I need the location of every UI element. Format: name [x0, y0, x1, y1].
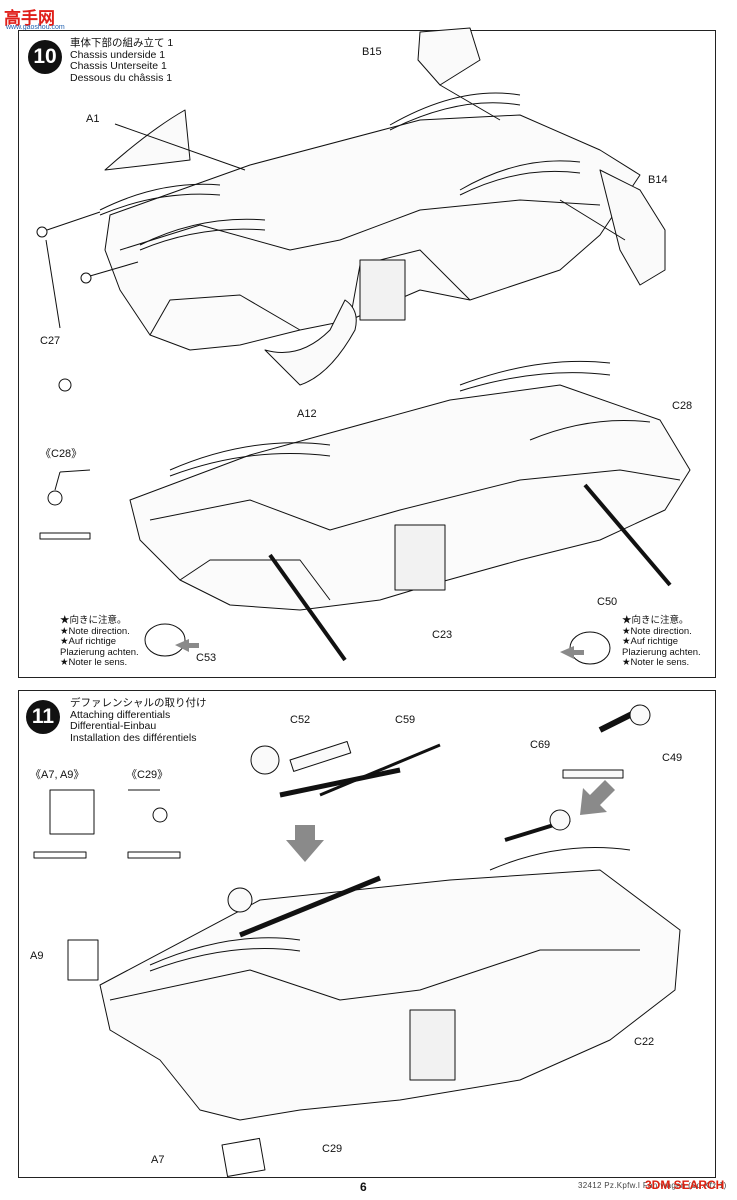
label-c69: C69: [530, 739, 551, 751]
part-a9-illustration: [67, 939, 99, 981]
direction-arrow-right: [560, 646, 584, 659]
step-10-title-jp: 車体下部の組み立て 1: [70, 37, 174, 49]
chassis-step11-illustration: [99, 809, 681, 1121]
move-arrow-down: [286, 825, 324, 862]
a7a9-detail-illustration: [49, 789, 95, 835]
label-a1: A1: [86, 113, 100, 125]
wheel-hub-icon: [58, 378, 72, 392]
label-c28-detail: 《C28》: [40, 448, 83, 460]
step-10-title-fr: Dessous du châssis 1: [70, 71, 173, 84]
direction-note-left: ★向きに注意。 ★Note direction. ★Auf richtige P…: [60, 615, 139, 669]
step-11-title-fr: Installation des différentiels: [70, 731, 197, 744]
step-10-title: 車体下部の組み立て 1 Chassis underside 1 Chassis …: [70, 37, 174, 84]
part-a1-illustration: [104, 109, 246, 171]
step-10-title-en: Chassis underside 1: [70, 48, 166, 61]
label-a7a9-detail: 《A7, A9》: [30, 769, 85, 781]
label-b14: B14: [648, 174, 668, 186]
watermark-corner: 3DM SEARCH: [645, 1178, 725, 1192]
note-line: Plazierung achten.: [60, 646, 139, 658]
part-c52-c59-illustration: [250, 740, 441, 798]
note-line: ★Note direction.: [622, 625, 692, 637]
step-11-title-jp: デファレンシャルの取り付け: [70, 697, 207, 709]
label-c53: C53: [196, 652, 217, 664]
part-a12-illustration: [264, 299, 357, 386]
label-b15: B15: [362, 46, 382, 58]
watermark-url: www.gaoshou.com: [6, 24, 65, 31]
step-11-title-de: Differential-Einbau: [70, 720, 157, 732]
part-c27-clip-2: [80, 272, 92, 284]
label-c29-detail: 《C29》: [126, 769, 169, 781]
note-line: ★向きに注意。: [622, 615, 689, 626]
label-a9: A9: [30, 950, 44, 962]
label-c50: C50: [597, 596, 618, 608]
label-c49: C49: [662, 752, 683, 764]
label-c27: C27: [40, 335, 61, 347]
step-11-number: 11: [26, 700, 60, 734]
label-c28: C28: [672, 400, 693, 412]
note-line: ★Noter le sens.: [60, 657, 128, 668]
direction-note-right: ★向きに注意。 ★Note direction. ★Auf richtige P…: [622, 615, 701, 669]
note-line: ★Auf richtige: [60, 636, 117, 647]
direction-arrow-left: [175, 639, 199, 652]
direction-note-left-illustration: [144, 623, 186, 657]
move-arrow-diagonal: [580, 780, 615, 815]
part-c27-clip: [36, 226, 48, 238]
note-line: Plazierung achten.: [622, 646, 701, 658]
part-b14-illustration: [559, 169, 666, 286]
chassis-upper-illustration: [99, 92, 641, 351]
label-c22: C22: [634, 1036, 655, 1048]
label-c29: C29: [322, 1143, 343, 1155]
part-c69-c49-illustration: [562, 704, 651, 779]
chassis-lower-illustration: [129, 360, 691, 662]
label-c59: C59: [395, 714, 416, 726]
page-number: 6: [360, 1180, 367, 1194]
step-10-number: 10: [28, 40, 62, 74]
footer-code: 32412 Pz.Kpfw.I Fahrwagen (Sd.Kfz.1): [578, 1181, 727, 1190]
part-a7-illustration: [221, 1137, 266, 1178]
note-line: ★Note direction.: [60, 625, 130, 637]
label-a7: A7: [151, 1154, 165, 1166]
watermark-logo: 高手网: [4, 9, 55, 28]
label-c23: C23: [432, 629, 453, 641]
label-c52: C52: [290, 714, 311, 726]
label-a12: A12: [297, 408, 317, 420]
direction-note-right-illustration: [569, 631, 611, 665]
step-11-title: デファレンシャルの取り付け Attaching differentials Di…: [70, 697, 207, 744]
note-line: ★Auf richtige: [622, 636, 679, 647]
note-line: ★Noter le sens.: [622, 657, 690, 668]
step-11-title-en: Attaching differentials: [70, 708, 171, 721]
c28-detail-illustration: [39, 469, 91, 540]
note-line: ★向きに注意。: [60, 615, 127, 626]
part-b15-illustration: [417, 27, 501, 121]
step-10-title-de: Chassis Unterseite 1: [70, 60, 167, 72]
